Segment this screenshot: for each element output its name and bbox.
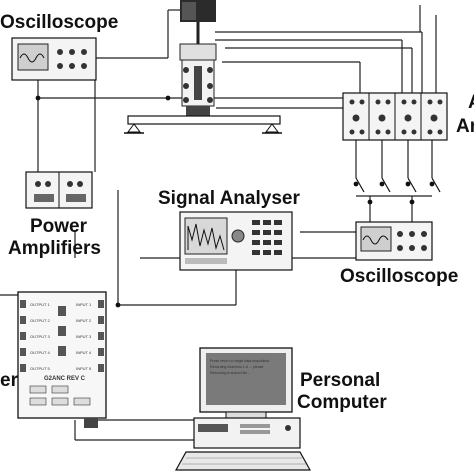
power-amplifiers-device <box>25 171 93 209</box>
board-output-5: INPUT 5 <box>76 366 92 371</box>
board-output-4: INPUT 4 <box>76 350 92 355</box>
board-input-1: OUTPUT 1 <box>30 302 50 307</box>
pc-screen-line-2: Recording channels 1-5 ... please <box>210 365 264 369</box>
pc-screen-line-3: Returning to shared file... <box>210 371 250 375</box>
board-input-2: OUTPUT 2 <box>30 318 50 323</box>
junction-dots <box>35 95 435 308</box>
board-title: G2ANC REV C <box>44 376 86 382</box>
label-personal: Personal <box>300 370 380 391</box>
board-output-2: INPUT 2 <box>76 318 92 323</box>
personal-computer-device: Press return to begin data acquisition R… <box>174 347 312 471</box>
label-power: Power <box>30 216 88 237</box>
oscilloscope-right-device <box>355 221 433 261</box>
label-cut-right-mid: Ar <box>456 116 474 137</box>
label-computer: Computer <box>297 392 387 413</box>
controller-board-device: OUTPUT 1 OUTPUT 2 OUTPUT 3 OUTPUT 4 OUTP… <box>17 291 107 428</box>
wiring <box>0 5 437 441</box>
board-input-3: OUTPUT 3 <box>30 334 50 339</box>
label-cut-left: er <box>0 370 19 391</box>
label-signal-analyser: Signal Analyser <box>158 188 300 209</box>
switches <box>355 177 441 193</box>
signal-analyser-device <box>179 211 293 271</box>
charge-amplifiers-device <box>342 92 448 141</box>
board-output-3: INPUT 3 <box>76 334 92 339</box>
pc-screen-line-1: Press return to begin data acquisition <box>210 359 269 363</box>
label-oscilloscope-top: Oscilloscope <box>0 12 118 33</box>
shaker-assembly <box>124 0 345 134</box>
label-oscilloscope-right: Oscilloscope <box>340 266 458 287</box>
label-cut-right-top: A <box>468 92 474 113</box>
board-input-4: OUTPUT 4 <box>30 350 50 355</box>
board-input-5: OUTPUT 5 <box>30 366 50 371</box>
label-amplifiers: Amplifiers <box>8 238 101 259</box>
board-output-1: INPUT 1 <box>76 302 92 307</box>
oscilloscope-top-device <box>11 37 97 81</box>
